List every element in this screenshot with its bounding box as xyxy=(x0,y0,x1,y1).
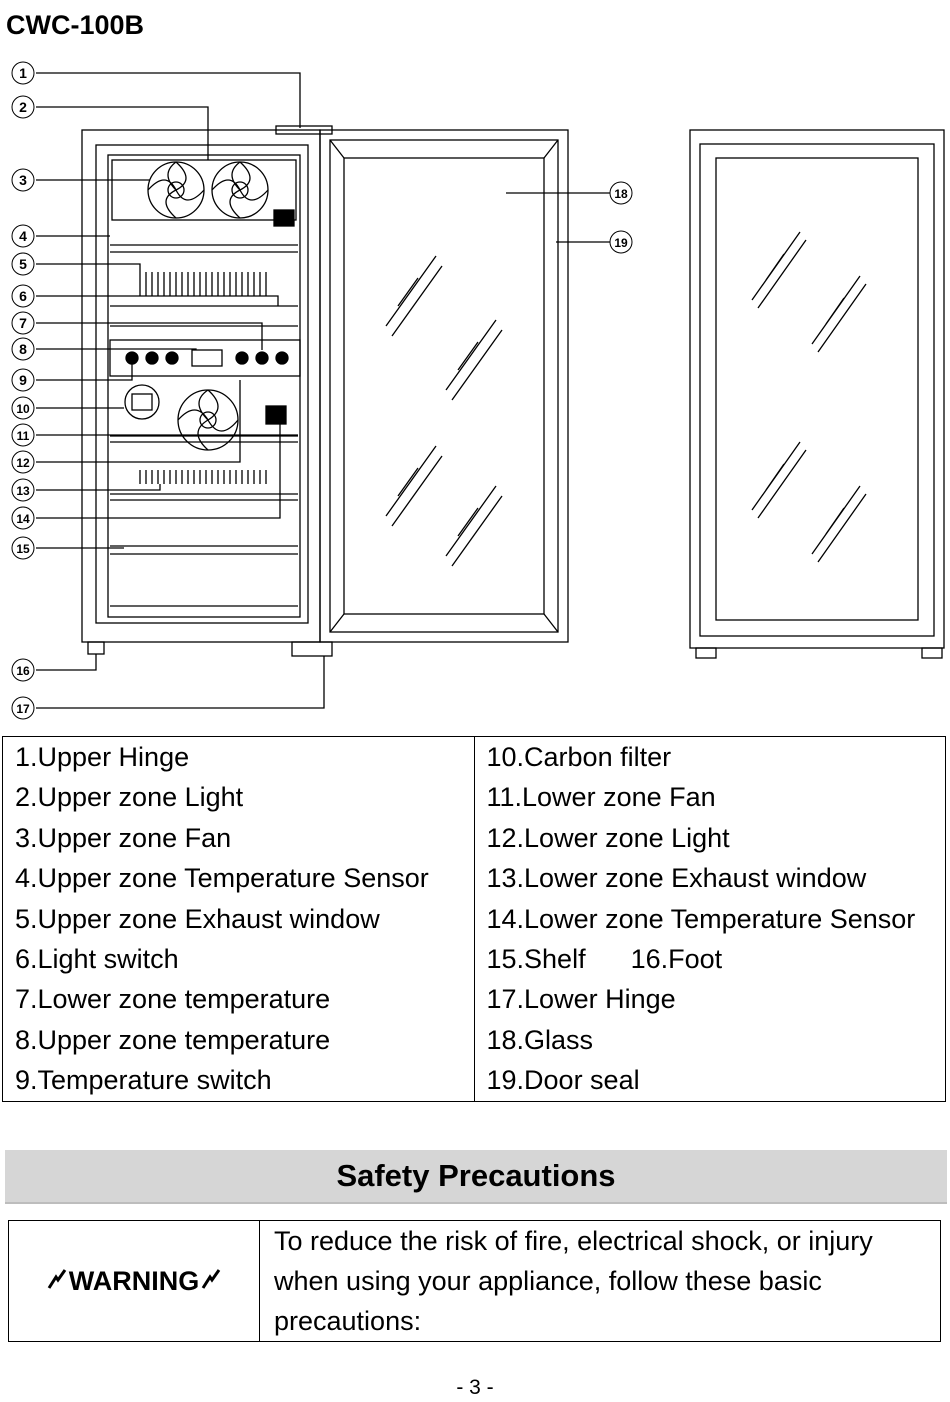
part-item: 3.Upper zone Fan xyxy=(15,822,232,853)
svg-text:15: 15 xyxy=(16,542,30,556)
svg-text:9: 9 xyxy=(19,372,27,388)
part-item: 9.Temperature switch xyxy=(15,1065,272,1096)
warning-label: WARNING xyxy=(68,1265,200,1296)
svg-text:14: 14 xyxy=(16,512,30,526)
callout-15: 15 xyxy=(11,536,35,560)
part-item: 10.Carbon filter xyxy=(486,742,672,772)
callout-16: 16 xyxy=(11,658,35,682)
callout-1: 1 xyxy=(11,61,35,85)
part-item: 2.Upper zone Light xyxy=(15,782,244,813)
part-item: 11.Lower zone Fan xyxy=(486,782,716,813)
parts-list-table: 1.Upper Hinge 2.Upper zone Light 3.Upper… xyxy=(2,736,946,1102)
svg-text:16: 16 xyxy=(16,664,30,678)
svg-text:4: 4 xyxy=(19,228,27,244)
svg-text:17: 17 xyxy=(16,702,30,716)
svg-text:3: 3 xyxy=(19,172,27,188)
svg-text:13: 13 xyxy=(16,484,30,498)
part-item: 17.Lower Hinge xyxy=(486,984,676,1015)
part-item: 19.Door seal xyxy=(486,1065,640,1096)
svg-text:8: 8 xyxy=(19,341,27,357)
parts-list-right-column: 10.Carbon filter 11.Lower zone Fan 12.Lo… xyxy=(474,737,946,1102)
model-title: CWC-100B xyxy=(6,10,145,40)
svg-text:19: 19 xyxy=(614,236,628,250)
part-item: 1.Upper Hinge xyxy=(15,742,190,772)
warning-label-cell: WARNING xyxy=(8,1220,260,1342)
svg-text:12: 12 xyxy=(16,456,30,470)
callout-5: 5 xyxy=(11,252,35,276)
callout-13: 13 xyxy=(11,478,35,502)
callout-14: 14 xyxy=(11,506,35,530)
callout-8: 8 xyxy=(11,337,35,361)
warning-table: WARNING To reduce the risk of fire, elec… xyxy=(8,1220,941,1342)
part-item: 5.Upper zone Exhaust window xyxy=(15,903,380,934)
part-item: 12.Lower zone Light xyxy=(486,822,730,853)
callout-2: 2 xyxy=(11,95,35,119)
callout-9: 9 xyxy=(11,368,35,392)
callout-3: 3 xyxy=(11,168,35,192)
callout-17: 17 xyxy=(11,696,35,720)
parts-list-left-column: 1.Upper Hinge 2.Upper zone Light 3.Upper… xyxy=(2,736,475,1102)
callout-19: 19 xyxy=(609,230,633,254)
part-item: 8.Upper zone temperature xyxy=(15,1024,331,1055)
wine-cooler-diagram: 1 2 3 4 5 6 7 8 9 10 11 12 13 14 15 16 1… xyxy=(11,61,945,720)
callout-4: 4 xyxy=(11,224,35,248)
svg-text:5: 5 xyxy=(19,256,27,272)
svg-text:18: 18 xyxy=(614,187,628,201)
callout-10: 10 xyxy=(11,396,35,420)
svg-text:11: 11 xyxy=(17,429,30,443)
lightning-bolt-icon xyxy=(201,1268,221,1297)
lightning-bolt-icon xyxy=(47,1268,67,1297)
part-item: 6.Light switch xyxy=(15,943,179,974)
part-item: 15.Shelf 16.Foot xyxy=(486,943,723,974)
part-item: 18.Glass xyxy=(486,1024,594,1055)
callout-11: 11 xyxy=(11,423,35,447)
part-item: 4.Upper zone Temperature Sensor xyxy=(15,863,429,894)
svg-text:1: 1 xyxy=(19,65,27,81)
part-item: 7.Lower zone temperature xyxy=(15,984,331,1015)
warning-text: To reduce the risk of fire, electrical s… xyxy=(259,1220,941,1342)
page-number: - 3 - xyxy=(456,1376,494,1399)
svg-text:2: 2 xyxy=(19,99,27,115)
callout-18: 18 xyxy=(609,181,633,205)
callout-12: 12 xyxy=(11,450,35,474)
part-item: 13.Lower zone Exhaust window xyxy=(486,863,867,894)
part-item: 14.Lower zone Temperature Sensor xyxy=(486,903,916,934)
callout-7: 7 xyxy=(11,311,35,335)
svg-text:10: 10 xyxy=(16,402,30,416)
safety-precautions-heading: Safety Precautions xyxy=(5,1150,947,1204)
callout-6: 6 xyxy=(11,284,35,308)
svg-text:7: 7 xyxy=(19,315,27,331)
svg-text:6: 6 xyxy=(19,288,27,304)
